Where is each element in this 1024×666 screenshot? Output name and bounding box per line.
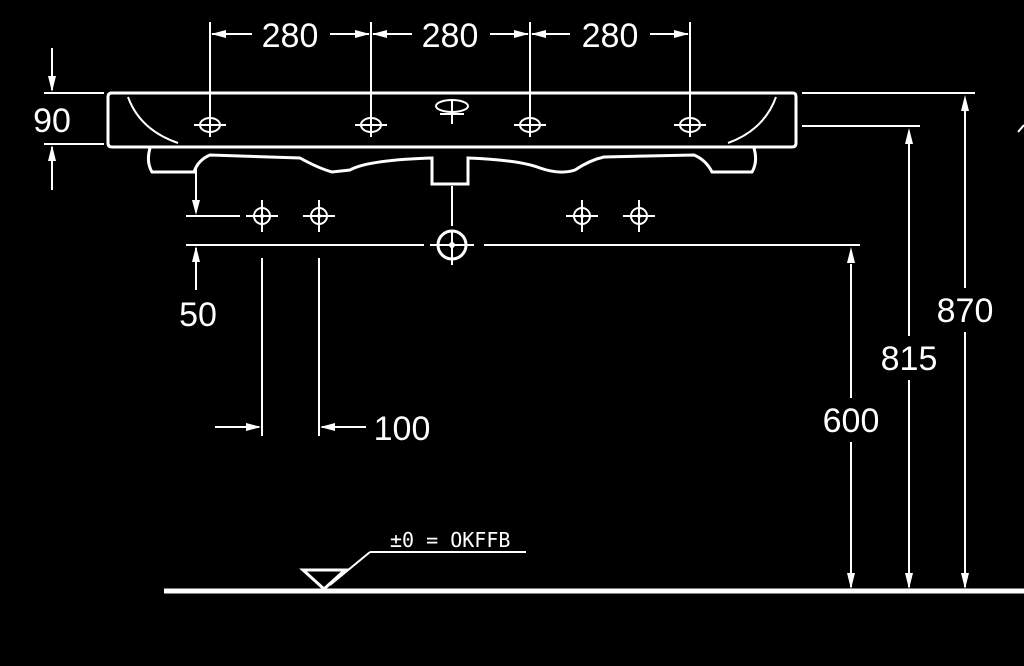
basin-outline <box>106 91 798 186</box>
rim-height-dimension: 90 <box>33 48 104 190</box>
drain-center <box>430 186 474 265</box>
dimension-spacing-3: 280 <box>582 17 639 55</box>
dimension-top-inner: 815 <box>881 340 938 378</box>
supply-offset-dimension: 50 <box>179 168 860 334</box>
supply-point-3 <box>566 200 598 232</box>
dimension-drain-height: 600 <box>823 402 880 440</box>
supply-point-4 <box>623 200 655 232</box>
dimension-spacing-1: 280 <box>262 17 319 55</box>
dimension-supply-offset: 50 <box>179 296 217 334</box>
dimension-rim-height: 90 <box>33 102 71 140</box>
floor-line: ±0 = OKFFB <box>164 528 1024 594</box>
dimension-top-outer: 870 <box>937 292 994 330</box>
tap-holes <box>194 99 706 137</box>
overflow-hole <box>435 99 469 124</box>
supply-spacing-dimension: 100 <box>215 258 430 448</box>
dimension-spacing-2: 280 <box>422 17 479 55</box>
dimension-supply-spacing: 100 <box>374 410 431 448</box>
supply-connections <box>246 200 655 232</box>
height-dimensions: 600 815 870 <box>802 92 1024 589</box>
top-dimension: 280 280 280 <box>209 17 691 118</box>
floor-level-label: ±0 = OKFFB <box>390 528 510 552</box>
supply-point-1 <box>246 200 278 232</box>
supply-point-2 <box>303 200 335 232</box>
